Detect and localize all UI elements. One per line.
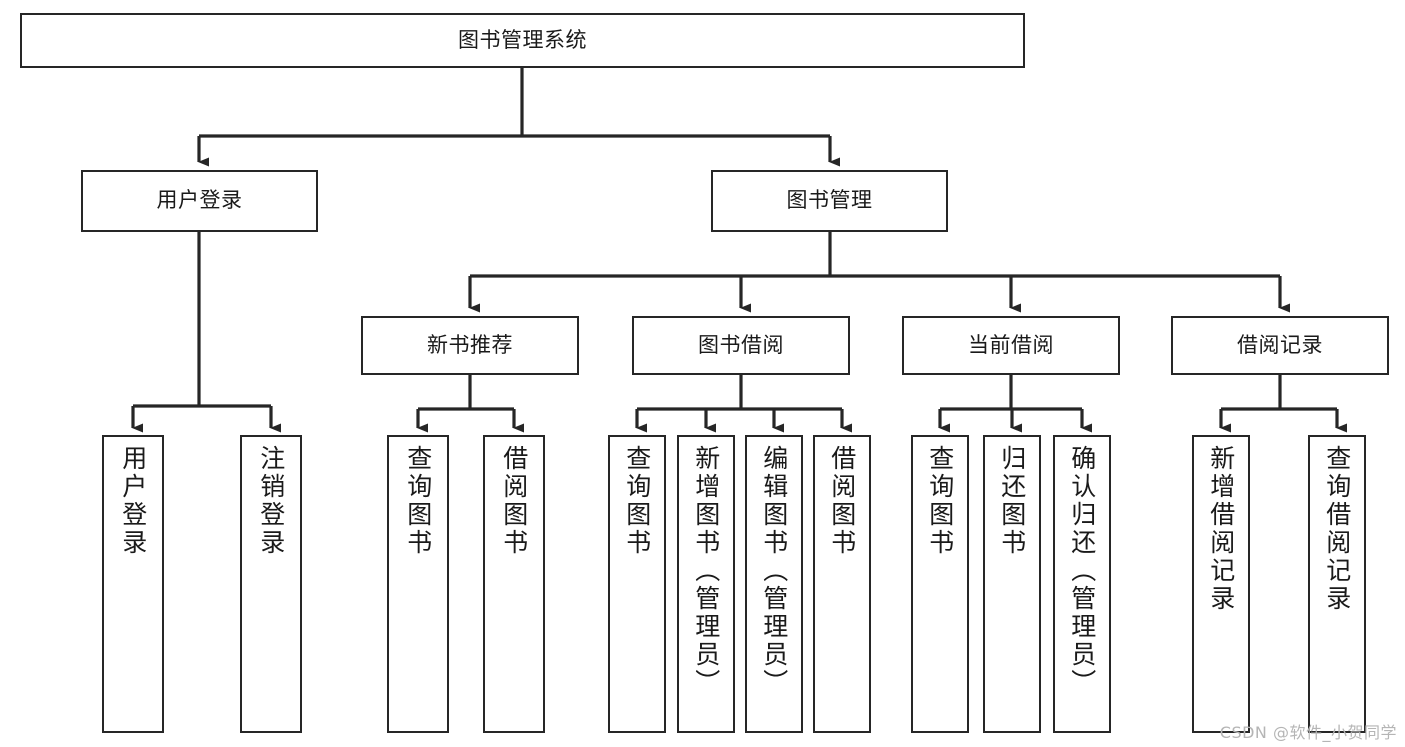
node-new-book-recommend[interactable]: 新书推荐	[361, 316, 579, 375]
leaf-borrow-book-recommend-label: 借阅图书	[499, 445, 529, 557]
leaf-query-book-current[interactable]: 查询图书	[911, 435, 969, 733]
node-book-management-label: 图书管理	[786, 188, 873, 213]
leaf-add-borrow-record[interactable]: 新增借阅记录	[1192, 435, 1250, 733]
node-book-borrow-label: 图书借阅	[698, 332, 784, 357]
leaf-edit-book-admin-label: 编辑图书（管理员）	[759, 445, 789, 697]
leaf-borrow-book[interactable]: 借阅图书	[813, 435, 871, 733]
leaf-edit-book-admin[interactable]: 编辑图书（管理员）	[745, 435, 803, 733]
leaf-query-borrow-record-label: 查询借阅记录	[1322, 445, 1352, 613]
leaf-add-book-admin-label: 新增图书（管理员）	[691, 445, 721, 697]
leaf-query-book-recommend-label: 查询图书	[403, 445, 433, 557]
leaf-confirm-return-admin[interactable]: 确认归还（管理员）	[1053, 435, 1111, 733]
leaf-borrow-book-label: 借阅图书	[827, 445, 857, 557]
leaf-query-borrow-record[interactable]: 查询借阅记录	[1308, 435, 1366, 733]
leaf-logout[interactable]: 注销登录	[240, 435, 302, 733]
leaf-confirm-return-admin-label: 确认归还（管理员）	[1067, 445, 1097, 697]
node-user-login-label: 用户登录	[156, 188, 243, 213]
node-root-label: 图书管理系统	[458, 27, 587, 52]
leaf-query-book-borrow-label: 查询图书	[622, 445, 652, 557]
leaf-add-book-admin[interactable]: 新增图书（管理员）	[677, 435, 735, 733]
leaf-return-book-label: 归还图书	[997, 445, 1027, 557]
leaf-user-login[interactable]: 用户登录	[102, 435, 164, 733]
leaf-query-book-current-label: 查询图书	[925, 445, 955, 557]
leaf-user-login-label: 用户登录	[118, 445, 148, 557]
node-current-borrow[interactable]: 当前借阅	[902, 316, 1120, 375]
node-book-management[interactable]: 图书管理	[711, 170, 948, 232]
leaf-add-borrow-record-label: 新增借阅记录	[1206, 445, 1236, 613]
node-book-borrow[interactable]: 图书借阅	[632, 316, 850, 375]
node-root[interactable]: 图书管理系统	[20, 13, 1025, 68]
node-borrow-records[interactable]: 借阅记录	[1171, 316, 1389, 375]
node-borrow-records-label: 借阅记录	[1237, 332, 1323, 357]
node-new-book-recommend-label: 新书推荐	[427, 332, 513, 357]
leaf-borrow-book-recommend[interactable]: 借阅图书	[483, 435, 545, 733]
leaf-return-book[interactable]: 归还图书	[983, 435, 1041, 733]
node-user-login[interactable]: 用户登录	[81, 170, 318, 232]
leaf-query-book-recommend[interactable]: 查询图书	[387, 435, 449, 733]
watermark: CSDN @软件_小贺同学	[1219, 723, 1397, 742]
node-current-borrow-label: 当前借阅	[968, 332, 1054, 357]
leaf-logout-label: 注销登录	[256, 445, 286, 557]
leaf-query-book-borrow[interactable]: 查询图书	[608, 435, 666, 733]
